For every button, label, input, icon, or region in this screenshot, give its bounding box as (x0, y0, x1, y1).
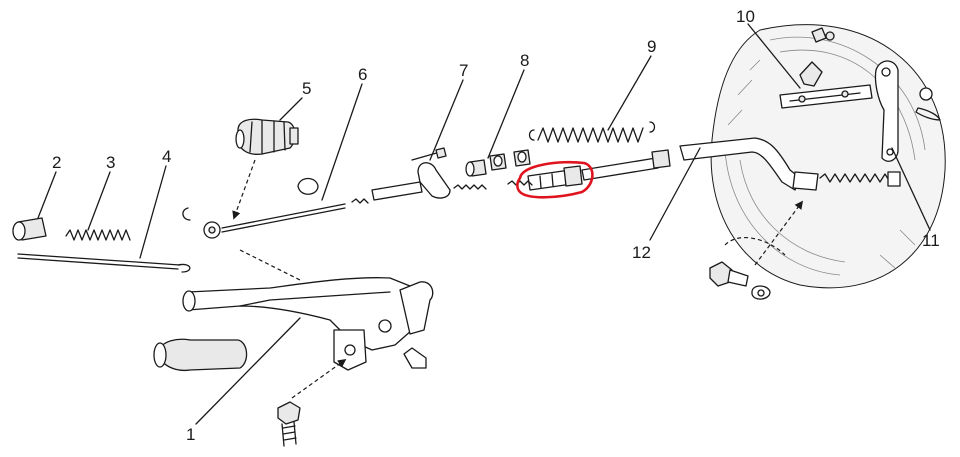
part-8-bushings (465, 149, 531, 177)
part-11-brake-lever (874, 60, 941, 162)
part-10-adjuster-strut (779, 27, 873, 109)
label-10: 10 (736, 7, 755, 26)
label-4: 4 (162, 147, 171, 166)
part-2-cap (12, 217, 47, 241)
part-3-spring (65, 229, 131, 241)
part-6-front-cable (182, 177, 346, 239)
leader-lines (37, 23, 931, 425)
part-12-rear-cable (679, 137, 901, 191)
part-1-handbrake-lever (153, 277, 434, 447)
part-9-return-spring (528, 121, 656, 143)
red-highlight-circle (516, 160, 594, 199)
label-9: 9 (647, 37, 656, 56)
brake-backing-plate (710, 24, 946, 289)
part-labels: 1 2 3 4 5 6 7 8 9 10 11 12 (52, 7, 940, 444)
rear-bolt-and-washer (709, 200, 804, 300)
label-5: 5 (302, 79, 311, 98)
cable-tube (581, 149, 671, 181)
label-8: 8 (520, 51, 529, 70)
label-1: 1 (186, 425, 195, 444)
label-7: 7 (459, 61, 468, 80)
part-5-rubber-boot (232, 118, 299, 220)
label-12: 12 (632, 243, 651, 262)
label-3: 3 (106, 153, 115, 172)
highlighted-cable-adjuster (507, 160, 594, 199)
part-4-push-rod (17, 253, 191, 273)
label-11: 11 (922, 231, 940, 250)
label-2: 2 (52, 153, 61, 172)
part-7-equalizer (351, 147, 487, 204)
label-6: 6 (358, 65, 367, 84)
